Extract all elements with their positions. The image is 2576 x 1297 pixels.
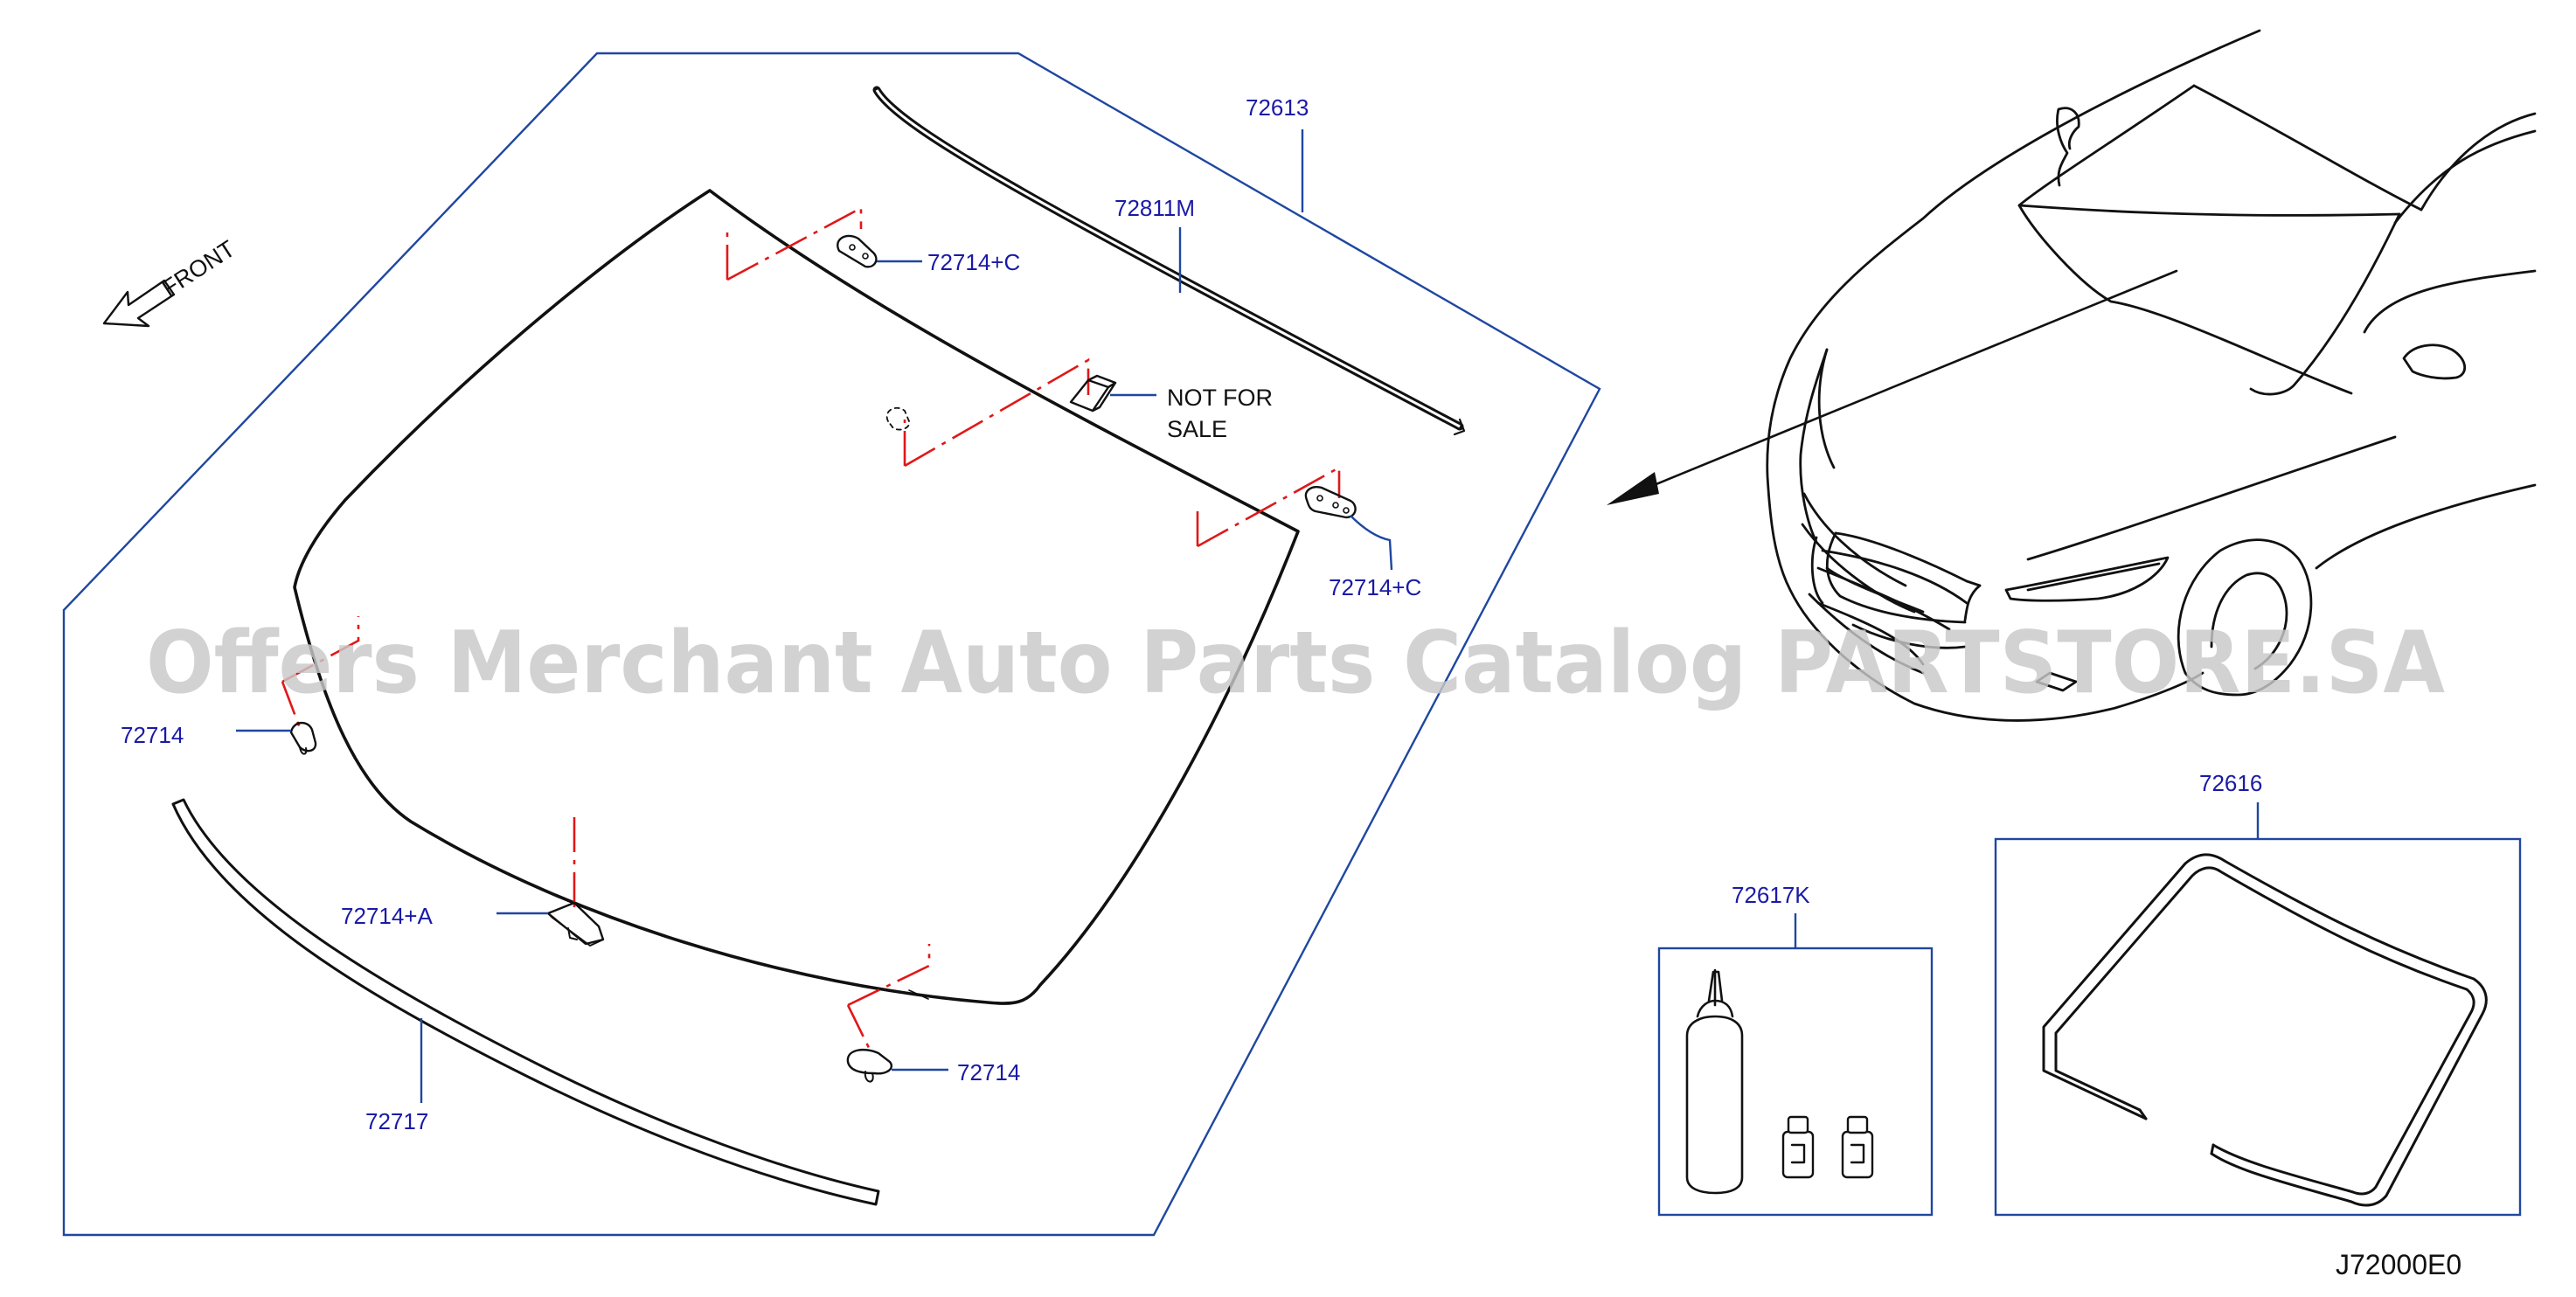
dam-seal-icon — [2042, 853, 2488, 1207]
windshield-group-frame — [62, 52, 1601, 1237]
label-72613[interactable]: 72613 — [1246, 94, 1309, 121]
clip-72714-bottom-icon[interactable] — [846, 1048, 893, 1083]
vehicle-direction-arrow — [1607, 269, 2178, 505]
clip-72714c-top-icon[interactable] — [837, 234, 878, 268]
label-72714-left[interactable]: 72714 — [121, 722, 184, 748]
primer-bottle-icon — [1685, 968, 1744, 1195]
label-not-for-sale-2: SALE — [1167, 416, 1227, 442]
label-72714-bottom[interactable]: 72714 — [957, 1059, 1020, 1085]
windshield-glass — [293, 189, 1300, 1005]
label-72616[interactable]: 72616 — [2199, 770, 2262, 796]
vehicle-illustration — [1766, 29, 2537, 722]
small-bottle-2-icon — [1841, 1115, 1874, 1179]
label-72717[interactable]: 72717 — [365, 1108, 428, 1134]
diagram-code: J72000E0 — [2336, 1249, 2461, 1280]
clip-72714-left-icon[interactable] — [289, 721, 317, 755]
label-72714c-right[interactable]: 72714+C — [1329, 574, 1421, 600]
label-72714a[interactable]: 72714+A — [341, 903, 433, 929]
not-for-sale-part-icon — [1069, 374, 1117, 413]
clip-72714c-right-icon[interactable] — [1304, 486, 1357, 519]
front-label: FRONT — [157, 235, 240, 302]
watermark-text: Offers Merchant Auto Parts Catalog PARTS… — [146, 614, 2445, 713]
label-72617k[interactable]: 72617K — [1732, 882, 1810, 908]
lower-moulding — [171, 798, 880, 1206]
label-72714c-top[interactable]: 72714+C — [927, 249, 1020, 275]
front-arrow-icon — [102, 279, 176, 328]
top-moulding — [872, 86, 1466, 436]
leader-72714c-right — [1350, 515, 1393, 571]
mount-location-outline — [885, 406, 911, 431]
windshield-glass-lower-edge — [908, 989, 929, 1000]
small-bottle-1-icon — [1781, 1115, 1815, 1179]
seal-72616-frame — [1994, 837, 2522, 1217]
label-not-for-sale-1: NOT FOR — [1167, 385, 1273, 411]
label-72811m[interactable]: 72811M — [1114, 195, 1195, 221]
clip-72714a-icon[interactable] — [546, 901, 605, 947]
